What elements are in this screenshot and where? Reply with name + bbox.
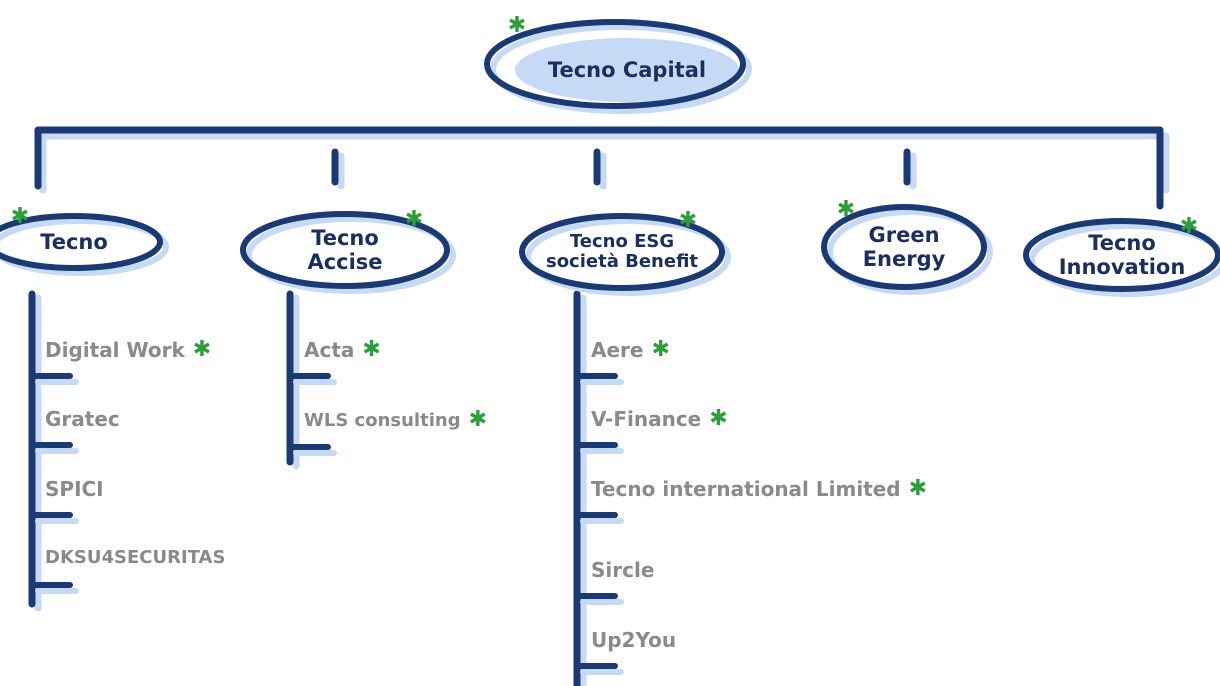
company-node-tecno <box>0 213 163 271</box>
child-company-label: Aere <box>591 338 644 362</box>
marker-icon: ✱ <box>709 406 728 431</box>
company-node-green <box>821 204 987 290</box>
company-node-esg <box>519 213 725 291</box>
marker-icon: ✱ <box>836 197 856 222</box>
child-company-item: Digital Work ✱ <box>45 338 211 362</box>
child-company-item: Up2You <box>591 628 676 652</box>
child-company-label: Acta <box>304 338 355 362</box>
child-company-item: SPICI <box>45 477 104 501</box>
company-label-line: Energy <box>862 247 946 271</box>
child-company-label: V-Finance <box>591 407 702 431</box>
company-label-line: Tecno <box>1088 231 1156 255</box>
child-company-label: Sircle <box>591 558 655 582</box>
marker-icon: ✱ <box>404 207 424 232</box>
company-label-line: Innovation <box>1058 255 1186 279</box>
root-node-ellipse-shadow <box>490 24 752 114</box>
child-company-label: Tecno international Limited <box>591 477 901 501</box>
marker-icon: ✱ <box>10 204 30 229</box>
company-node-tecno-shadow <box>0 218 169 276</box>
company-label-line: Green <box>868 223 940 247</box>
marker-icon: ✱ <box>908 476 928 501</box>
company-label-line: Tecno <box>311 226 379 250</box>
company-label-tecno: Tecno <box>40 230 108 254</box>
marker-icon: ✱ <box>507 13 527 38</box>
child-company-item: DKSU4SECURITAS <box>45 547 225 568</box>
company-node-esg-shadow <box>525 218 731 296</box>
company-node-innovation-shadow <box>1029 223 1220 297</box>
company-label-line: Tecno <box>40 230 108 254</box>
child-company-label: DKSU4SECURITAS <box>45 547 226 568</box>
child-company-item: Acta ✱ <box>304 338 381 362</box>
child-company-label: Gratec <box>45 407 120 431</box>
marker-icon: ✱ <box>192 337 212 362</box>
marker-icon: ✱ <box>678 208 698 233</box>
root-node-label: Tecno Capital <box>547 58 707 82</box>
root-node-ellipse-fill <box>515 38 739 102</box>
company-label-line: società Benefit <box>545 251 699 272</box>
marker-icon: ✱ <box>362 337 381 362</box>
company-node-green-shadow <box>827 209 993 295</box>
child-company-label: WLS consulting <box>304 409 461 431</box>
child-company-label: Digital Work <box>45 338 185 362</box>
marker-icon: ✱ <box>468 407 488 432</box>
marker-icon: ✱ <box>1179 214 1199 239</box>
child-company-item: Gratec <box>45 407 120 431</box>
child-company-item: Aere ✱ <box>591 338 670 362</box>
child-company-item: WLS consulting ✱ <box>304 409 487 431</box>
root-node-ellipse <box>484 19 746 109</box>
child-company-item: Sircle <box>591 558 654 582</box>
company-label-line: Accise <box>307 250 383 274</box>
company-node-accise <box>240 211 450 289</box>
child-company-item: V-Finance ✱ <box>591 407 728 431</box>
company-node-accise-shadow <box>246 216 456 294</box>
marker-icon: ✱ <box>651 337 670 362</box>
child-company-label: Up2You <box>591 628 677 652</box>
root-connector-bar <box>34 126 1164 210</box>
child-company-item: Tecno international Limited ✱ <box>591 477 927 501</box>
company-node-innovation <box>1023 218 1220 292</box>
company-label-line: Tecno ESG <box>569 231 675 252</box>
child-company-label: SPICI <box>45 477 104 501</box>
